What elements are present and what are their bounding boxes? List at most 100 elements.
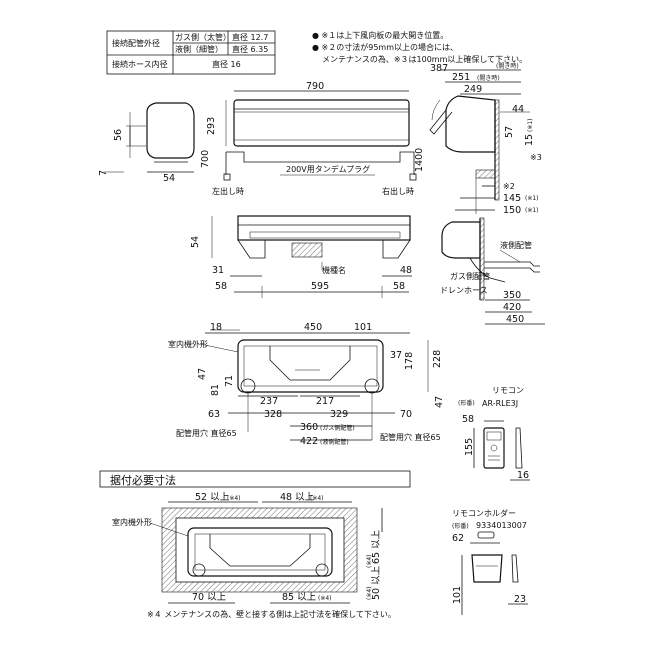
plate-dim-450: 450 bbox=[304, 322, 322, 333]
right-outlet-label: 右出し時 bbox=[382, 186, 414, 196]
piping-side-view: 液側配管 ガス側配管 ドレンホース 350 420 450 bbox=[440, 217, 545, 325]
install-clearance: 据付必要寸法 52 以上 (※4) 48 以上 (※4) 室内機外形 65 以上… bbox=[99, 470, 411, 619]
plate-dim-328: 328 bbox=[264, 409, 282, 420]
spec-row2-value: 直径 16 bbox=[212, 59, 241, 69]
rs-dim-145: 145 bbox=[503, 193, 521, 204]
install-dim-70: 70 以上 bbox=[192, 592, 227, 603]
rs-dim-145-note: (※1) bbox=[525, 195, 539, 202]
rs-dim-150: 150 bbox=[503, 205, 521, 216]
install-dim-50-note: (※4) bbox=[366, 586, 373, 600]
remote-title: リモコン bbox=[492, 386, 524, 395]
holder-dim-62: 62 bbox=[452, 533, 464, 544]
spec-gas-label: ガス側（太管） bbox=[175, 32, 231, 42]
bottom-dim-31: 31 bbox=[212, 265, 224, 276]
plate-dim-18: 18 bbox=[210, 322, 222, 333]
rs-dim-387: 387 bbox=[430, 63, 448, 74]
bottom-dim-58-right: 58 bbox=[393, 281, 405, 292]
plate-outline-label: 室内機外形 bbox=[168, 339, 208, 349]
rs-dim-3: ※3 bbox=[530, 153, 542, 162]
install-dim-52-note: (※4) bbox=[227, 495, 241, 502]
plate-dim-81: 81 bbox=[210, 384, 221, 396]
side-dim-54: 54 bbox=[163, 173, 175, 184]
remote-model-prefix: (形番) bbox=[458, 399, 475, 407]
rs-dim-15-note: (※1) bbox=[527, 118, 534, 132]
remote-control: リモコン (形番) AR-RLE3J 58 155 16 bbox=[458, 386, 530, 481]
install-dim-65: 65 以上 bbox=[371, 529, 382, 564]
remote-dim-155: 155 bbox=[464, 438, 475, 456]
holder-dim-101: 101 bbox=[452, 586, 463, 604]
bottom-dim-54: 54 bbox=[190, 236, 201, 248]
install-dim-48: 48 以上 bbox=[280, 492, 315, 503]
install-dim-48-note: (※4) bbox=[310, 495, 324, 502]
plate-dim-37: 37 bbox=[390, 350, 402, 361]
install-note-4: ※４ メンテナンスの為、壁と接する側は上記寸法を確保して下さい。 bbox=[147, 609, 396, 619]
bottom-dim-48: 48 bbox=[400, 265, 412, 276]
side-dim-7: 7 bbox=[98, 170, 109, 176]
front-dim-293: 293 bbox=[206, 117, 217, 135]
rs-dim-251-note: (開き時) bbox=[477, 74, 500, 82]
bottom-dim-58-left: 58 bbox=[215, 281, 227, 292]
install-dim-65-note: (※4) bbox=[366, 554, 373, 568]
plate-dim-217: 217 bbox=[316, 396, 334, 407]
remote-dim-58: 58 bbox=[462, 414, 474, 425]
mounting-plate: 18 450 101 室内機外形 37 178 228 47 81 71 237… bbox=[168, 322, 445, 447]
holder-title: リモコンホルダー bbox=[452, 508, 516, 518]
plate-dim-422: 422 bbox=[300, 436, 318, 447]
pipe-dim-450: 450 bbox=[506, 314, 524, 325]
note-2: ● ※２の寸法が95mm以上の場合には、 bbox=[312, 42, 458, 52]
pipe-dim-420: 420 bbox=[503, 302, 521, 313]
install-outline-label: 室内機外形 bbox=[112, 517, 152, 527]
note-3: メンテナンスの為、※３は100mm以上確保して下さい。 bbox=[322, 54, 527, 64]
right-side-view: 387 (開き時) 251 (開き時) 249 44 57 15 (※1) ※3… bbox=[429, 62, 542, 216]
remote-holder: リモコンホルダー (形番) 9334013007 62 101 23 bbox=[452, 508, 528, 615]
plate-dim-71: 71 bbox=[224, 375, 235, 387]
install-dim-85: 85 以上 bbox=[282, 592, 317, 603]
plate-dim-101: 101 bbox=[354, 322, 372, 333]
rs-dim-249: 249 bbox=[464, 84, 482, 95]
side-view: 56 7 54 bbox=[98, 102, 195, 184]
install-dim-85-note: (※4) bbox=[318, 595, 332, 602]
plate-dim-360-note: (ガス側配管) bbox=[320, 424, 355, 432]
install-title: 据付必要寸法 bbox=[110, 473, 176, 487]
front-dim-1400: 1400 bbox=[414, 148, 425, 172]
plate-dim-237: 237 bbox=[260, 396, 278, 407]
plate-dim-329: 329 bbox=[330, 409, 348, 420]
bottom-view: 54 31 48 機種名 58 595 58 bbox=[190, 215, 412, 298]
side-dim-56: 56 bbox=[113, 129, 124, 141]
rs-dim-2: ※2 bbox=[503, 182, 515, 191]
spec-row2-label: 接続ホース内径 bbox=[112, 59, 168, 69]
spec-row1-label: 接続配管外径 bbox=[112, 38, 160, 48]
rs-dim-150-note: (※1) bbox=[525, 207, 539, 214]
bottom-dim-595: 595 bbox=[311, 281, 329, 292]
rs-dim-251: 251 bbox=[452, 72, 470, 83]
top-notes: ● ※１は上下風向板の最大開き位置。 ● ※２の寸法が95mm以上の場合には、 … bbox=[312, 30, 527, 64]
plate-dim-70: 70 bbox=[400, 409, 412, 420]
front-dim-700: 700 bbox=[200, 150, 211, 168]
drain-hose-label: ドレンホース bbox=[440, 286, 488, 295]
holder-model-prefix: (形番) bbox=[452, 522, 469, 530]
plate-dim-47-left: 47 bbox=[197, 368, 208, 380]
rs-dim-57: 57 bbox=[504, 126, 515, 138]
plate-dim-360: 360 bbox=[300, 422, 318, 433]
holder-dim-23: 23 bbox=[514, 594, 526, 605]
plate-dim-47-right: 47 bbox=[434, 396, 445, 408]
gas-pipe-label: ガス側配管 bbox=[450, 271, 490, 281]
rs-dim-15: 15 bbox=[524, 134, 535, 146]
spec-liquid-label: 液側（細管） bbox=[175, 44, 223, 54]
plate-dim-178: 178 bbox=[404, 352, 415, 370]
model-name-label: 機種名 bbox=[322, 265, 346, 275]
rs-dim-387-note: (開き時) bbox=[496, 62, 519, 70]
note-1: ● ※１は上下風向板の最大開き位置。 bbox=[312, 30, 448, 40]
install-dim-52: 52 以上 bbox=[195, 492, 230, 503]
spec-gas-value: 直径 12.7 bbox=[232, 32, 268, 42]
rs-dim-44: 44 bbox=[512, 104, 524, 115]
spec-table: 接続配管外径 ガス側（太管） 直径 12.7 液側（細管） 直径 6.35 接続… bbox=[106, 30, 276, 75]
tandem-plug-label: 200V用タンデムプラグ bbox=[286, 164, 370, 174]
plate-dim-63: 63 bbox=[208, 409, 220, 420]
remote-dim-16: 16 bbox=[517, 470, 529, 481]
front-dim-790: 790 bbox=[306, 81, 324, 92]
liquid-pipe-label: 液側配管 bbox=[500, 240, 532, 250]
pipe-hole-right-label: 配管用穴 直径65 bbox=[380, 432, 441, 442]
plate-dim-422-note: (液側配管) bbox=[320, 438, 349, 446]
